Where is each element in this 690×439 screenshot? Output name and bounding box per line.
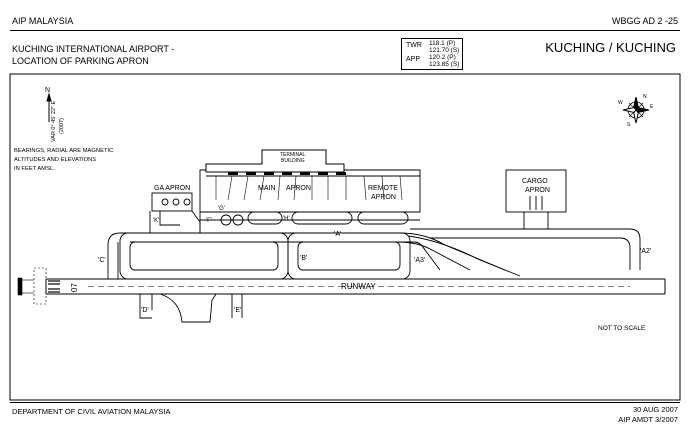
chart-title-line1: KUCHING INTERNATIONAL AIRPORT - bbox=[12, 44, 175, 54]
taxiway-h-label: 'H' bbox=[283, 216, 290, 222]
header-rule bbox=[10, 30, 680, 31]
chart-title-line2: LOCATION OF PARKING APRON bbox=[12, 56, 149, 66]
footer-date: 30 AUG 2007 bbox=[632, 405, 678, 414]
compass-s: S bbox=[627, 122, 631, 128]
taxiway-a bbox=[120, 228, 641, 277]
north-arrow bbox=[46, 92, 52, 122]
compass-w: W bbox=[618, 100, 623, 106]
header-publication: AIP MALAYSIA bbox=[12, 16, 74, 26]
terminal-label-2: BUILDING bbox=[281, 158, 305, 164]
cargo-apron-label-1: CARGO bbox=[522, 178, 548, 185]
taxiway-k-label: 'K' bbox=[153, 218, 159, 224]
note-elevations: IN FEET AMSL. bbox=[14, 166, 55, 172]
app-freq-primary: 120.2 (P) bbox=[429, 54, 456, 61]
main-apron-label-2: APRON bbox=[286, 185, 311, 192]
taxiway-g-label: 'G' bbox=[218, 206, 225, 212]
ga-apron bbox=[149, 192, 201, 233]
taxiway-a-label: 'A' bbox=[334, 231, 341, 238]
app-label: APP bbox=[406, 56, 421, 63]
taxiway-a2-label: 'A2' bbox=[640, 248, 651, 255]
variation-year: (2007) bbox=[59, 118, 65, 134]
city-title: KUCHING / KUCHING bbox=[545, 40, 676, 55]
twr-freq-primary: 118.1 (P) bbox=[429, 40, 456, 47]
stand-lines bbox=[215, 175, 403, 201]
ga-apron-label: GA APRON bbox=[154, 185, 190, 192]
footer-rule bbox=[10, 402, 680, 403]
footer-department: DEPARTMENT OF CIVIL AVIATION MALAYSIA bbox=[12, 407, 171, 416]
diagram-frame bbox=[9, 73, 681, 401]
taxiway-f-label: 'F' bbox=[206, 218, 212, 224]
footer-amendment: AIP AMDT 3/2007 bbox=[618, 415, 678, 424]
twr-freq-secondary: 121.70 (S) bbox=[429, 47, 460, 54]
variation-label: VAR 0° 45' 22" E bbox=[51, 100, 57, 142]
twr-label: TWR bbox=[406, 42, 422, 49]
cargo-apron-label-2: APRON bbox=[525, 187, 550, 194]
runway-label: RUNWAY bbox=[341, 282, 376, 291]
compass-e: E bbox=[650, 104, 654, 110]
main-apron-label-1: MAIN bbox=[258, 185, 276, 192]
main-apron bbox=[199, 169, 421, 233]
note-altitudes: ALTITUDES AND ELEVATIONS bbox=[14, 157, 96, 163]
taxiway-b-label: 'B' bbox=[300, 255, 307, 262]
not-to-scale-note: NOT TO SCALE bbox=[598, 325, 646, 332]
compass-rose-icon bbox=[622, 96, 650, 124]
taxiway-c-label: 'C' bbox=[98, 257, 106, 264]
runway-designator-07: 07 bbox=[70, 283, 79, 292]
taxiway-d-e bbox=[139, 293, 243, 323]
remote-apron-label-2: APRON bbox=[371, 194, 396, 201]
approach-lighting bbox=[17, 267, 47, 305]
frequency-box: TWR 118.1 (P) 121.70 (S) APP 120.2 (P) 1… bbox=[401, 38, 463, 70]
remote-apron-label-1: REMOTE bbox=[368, 185, 398, 192]
header-page-id: WBGG AD 2 -25 bbox=[611, 16, 678, 26]
aerobridges bbox=[228, 172, 346, 175]
terminal-label-1: TERMINAL bbox=[280, 152, 306, 158]
cargo-apron bbox=[505, 169, 567, 229]
note-bearings: BEARINGS, RADIAL ARE MAGNETIC bbox=[14, 148, 113, 154]
app-freq-secondary: 123.85 (S) bbox=[429, 61, 460, 68]
taxiway-d-label: 'D' bbox=[141, 307, 149, 314]
taxiway-a3-label: 'A3' bbox=[414, 257, 425, 264]
taxiway-e-label: 'E' bbox=[234, 307, 241, 314]
terminal-building bbox=[205, 149, 420, 177]
north-label: N bbox=[45, 87, 50, 94]
taxiway-loops bbox=[107, 232, 441, 280]
compass-n: N bbox=[643, 94, 647, 100]
